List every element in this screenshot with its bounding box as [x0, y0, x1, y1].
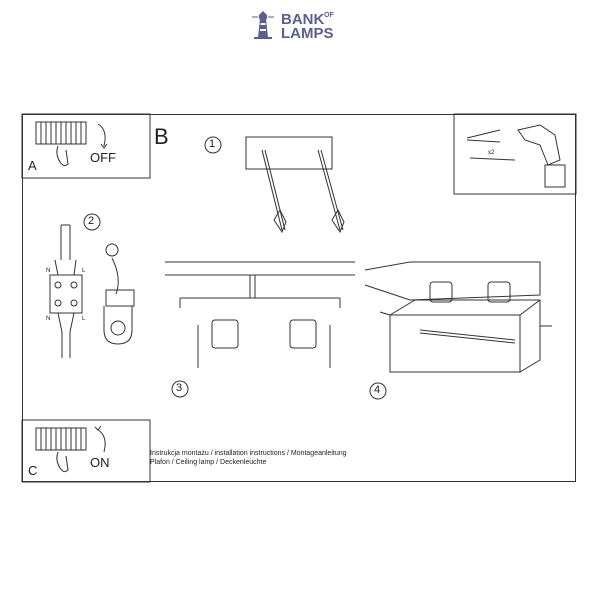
- step-4-drawing: [364, 261, 552, 373]
- step-3-drawing: [165, 261, 355, 368]
- wire-n-bottom: N: [46, 316, 51, 322]
- brand-of: OF: [324, 12, 334, 19]
- step-3-circle: [171, 380, 189, 398]
- step-2-circle: [83, 213, 101, 231]
- tools-box: [453, 113, 577, 195]
- step-4-circle: [369, 382, 387, 400]
- step-4-number: 4: [374, 384, 381, 396]
- brand-line1: BANK: [281, 11, 325, 28]
- tools-quantity: x2: [488, 150, 495, 156]
- instruction-frame: [22, 114, 576, 482]
- brand-line2: LAMPS: [281, 25, 334, 42]
- step-b-letter: B: [154, 124, 169, 149]
- breaker-panel-off: [35, 121, 108, 167]
- terminal-block: [49, 224, 83, 358]
- caption-instructions: Instrukcja montażu / installation instru…: [150, 450, 347, 457]
- step-1-circle: [204, 136, 222, 154]
- step-c-letter: C: [28, 463, 38, 478]
- wire-l-top: L: [82, 268, 86, 274]
- drill-icon: [517, 124, 566, 188]
- lighthouse-icon: [252, 11, 274, 39]
- step-a-letter: A: [28, 158, 37, 173]
- step-1-number: 1: [209, 138, 216, 150]
- step-2-number: 2: [88, 215, 95, 227]
- step-c-box: [21, 419, 151, 483]
- ceiling-plate: [245, 136, 333, 170]
- step-a-box: [21, 113, 151, 179]
- wall-plugs: [261, 149, 345, 234]
- breaker-panel-on: [35, 425, 106, 473]
- wire-n-top: N: [46, 268, 51, 274]
- brand-logo: BANK OF LAMPS: [248, 10, 358, 42]
- caption-product: Plafon / Ceiling lamp / Deckenleuchte: [150, 459, 267, 466]
- ground-terminal: [103, 243, 135, 345]
- wall-plug-screw-set: [466, 129, 516, 161]
- step-c-text: ON: [90, 455, 110, 470]
- step-a-text: OFF: [90, 150, 116, 165]
- wire-l-bottom: L: [82, 316, 86, 322]
- step-3-number: 3: [176, 382, 183, 394]
